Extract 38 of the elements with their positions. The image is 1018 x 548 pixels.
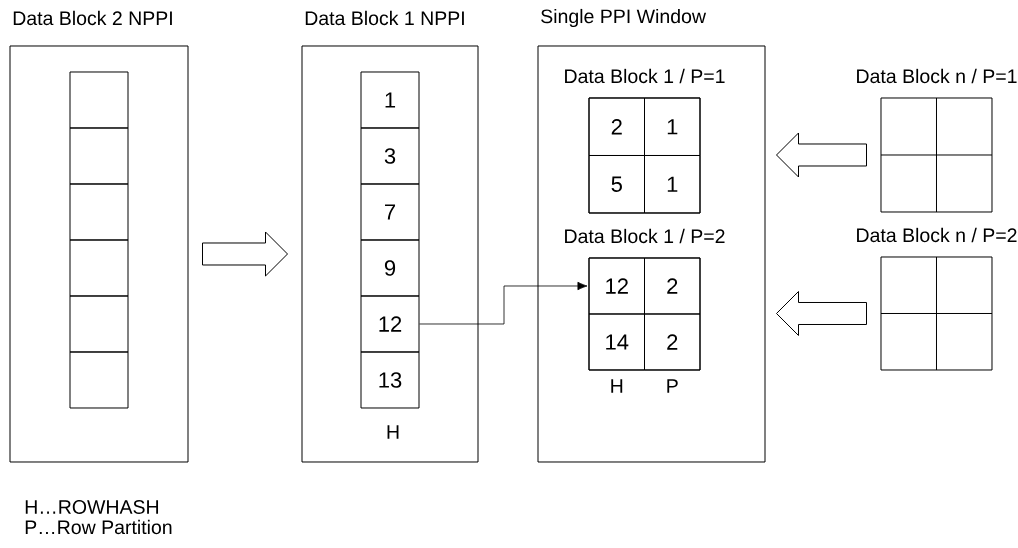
legend-note: P…Row Partition xyxy=(25,519,172,535)
node-label: Data Block 2 NPPI xyxy=(13,10,172,26)
block-arrow xyxy=(776,132,867,178)
block-arrow xyxy=(776,291,867,336)
table-cell: 12 xyxy=(360,295,420,353)
table-cell: 2 xyxy=(644,257,701,315)
table-cell xyxy=(69,295,129,353)
table-cell: 7 xyxy=(360,183,420,241)
column-label: H xyxy=(611,379,623,393)
table-cell: 1 xyxy=(360,71,420,129)
column-label: P xyxy=(667,379,678,393)
grid-box: Data Block n / P=1 xyxy=(857,68,1017,213)
table-cell: 2 xyxy=(588,97,645,156)
table-cell: 5 xyxy=(588,155,645,214)
table-cell: 13 xyxy=(360,351,420,409)
table-cell: 1 xyxy=(644,155,701,214)
block-arrow xyxy=(202,231,288,277)
table-cell: 9 xyxy=(360,239,420,297)
table-cell xyxy=(69,127,129,185)
table-cell: 2 xyxy=(644,313,701,371)
node-label: Single PPI Window xyxy=(541,8,707,28)
node-label: Data Block 1 / P=2 xyxy=(565,228,725,244)
arrow xyxy=(419,281,588,325)
table-cell: 12 xyxy=(588,257,645,315)
node-label: Data Block n / P=1 xyxy=(857,68,1017,84)
node-label: Data Block 1 / P=1 xyxy=(565,68,725,84)
table-cell xyxy=(69,183,129,241)
table-cell xyxy=(69,71,129,129)
panel-box: Data Block 2 NPPI xyxy=(9,10,189,463)
table-cell: 14 xyxy=(588,313,645,371)
table-cell xyxy=(69,351,129,409)
legend-note: H…ROWHASH xyxy=(25,500,158,514)
table-cell xyxy=(69,239,129,297)
table-cell: 1 xyxy=(644,97,701,156)
node-label: Data Block 1 NPPI xyxy=(305,10,464,26)
grid-box: Data Block n / P=2 xyxy=(857,227,1017,371)
table-cell: 3 xyxy=(360,127,420,185)
node-label: Data Block n / P=2 xyxy=(857,227,1017,243)
